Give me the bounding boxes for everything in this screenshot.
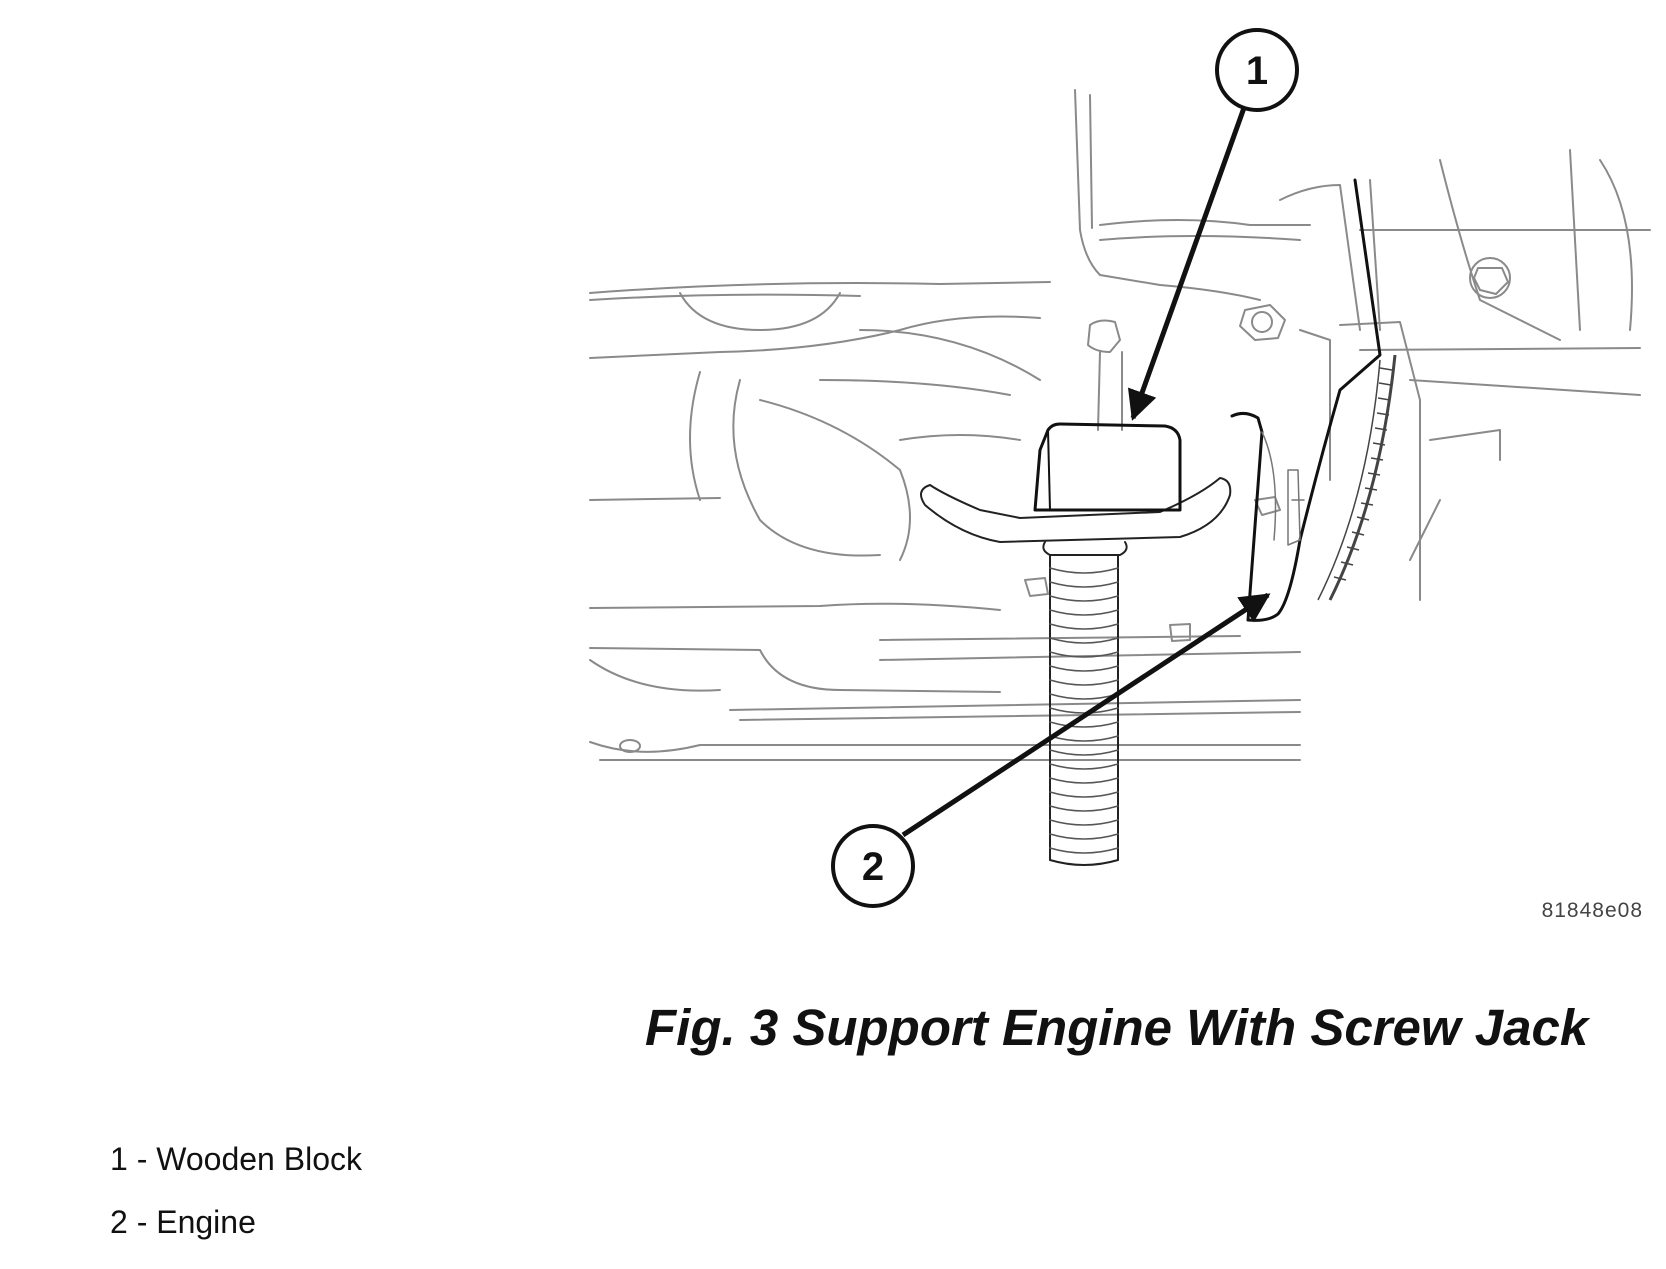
callout-2: 2: [831, 824, 915, 908]
callout-1: 1: [1215, 28, 1299, 112]
callout-1-circle: [1215, 28, 1299, 112]
drawing-id: 81848e08: [1542, 899, 1643, 922]
legend-item-engine: 2 - Engine: [110, 1204, 256, 1240]
wooden-block-line-art: [1033, 422, 1182, 512]
callout-2-number: 2: [862, 845, 884, 889]
underbody-line-art: [589, 89, 1651, 761]
callout-1-number: 1: [1246, 49, 1268, 93]
ring-gear-line-art: [1317, 354, 1397, 601]
engine-line-art: [1230, 178, 1382, 622]
legend-item-wooden-block: 1 - Wooden Block: [110, 1141, 362, 1177]
engine-support-illustration: 1 2 81848e08: [589, 28, 1651, 922]
callout-legend: 1 - Wooden Block 2 - Engine: [110, 1143, 362, 1269]
callout-2-circle: [831, 824, 915, 908]
callout-1-arrow: [1127, 104, 1248, 421]
callout-2-arrow: [901, 592, 1271, 838]
screw-jack-line-art: [920, 477, 1232, 866]
figure-caption: Fig. 3 Support Engine With Screw Jack: [645, 999, 1589, 1056]
